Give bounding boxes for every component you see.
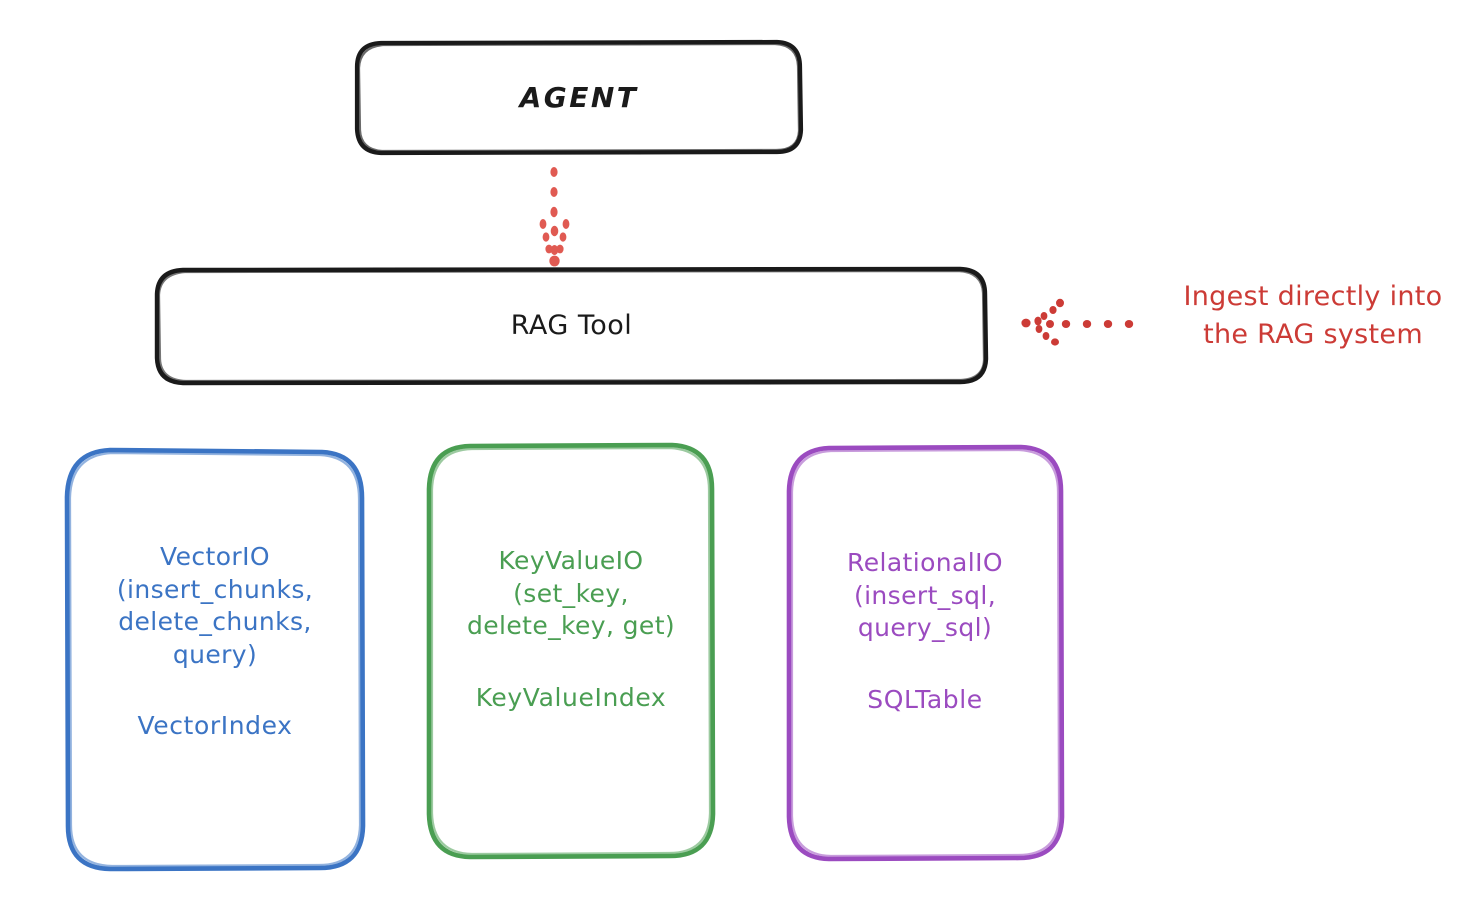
rag-tool-label: RAG Tool xyxy=(510,309,633,341)
relational-io-impl-label: SQLTable xyxy=(867,684,983,714)
relational-io-api-label: RelationalIO (insert_sql, query_sql) xyxy=(847,548,1003,642)
node-vector-io[interactable]: VectorIO (insert_chunks, delete_chunks, … xyxy=(67,449,363,870)
key-value-io-api-label: KeyValueIO (set_key, delete_key, get) xyxy=(466,546,676,640)
key-value-io-box-outline xyxy=(426,442,716,860)
key-value-io-impl-label: KeyValueIndex xyxy=(475,682,667,712)
relational-io-box-outline xyxy=(786,444,1065,862)
agent-label: AGENT xyxy=(519,80,639,114)
edge-ingest-arrow xyxy=(1021,298,1134,346)
node-agent[interactable]: AGENT xyxy=(357,42,801,154)
node-rag-tool[interactable]: RAG Tool xyxy=(157,269,986,383)
vector-io-api-label: VectorIO (insert_chunks, delete_chunks, … xyxy=(116,542,314,669)
vector-io-impl-label: VectorIndex xyxy=(137,711,293,740)
vector-io-box-outline xyxy=(64,447,366,872)
agent-box-outline xyxy=(354,39,804,156)
node-relational-io[interactable]: RelationalIO (insert_sql, query_sql) SQL… xyxy=(789,447,1061,859)
ingest-annotation-label: Ingest directly into the RAG system xyxy=(1183,281,1443,351)
rag-tool-box-outline xyxy=(154,266,989,386)
edge-agent-to-rag-tool xyxy=(539,167,570,267)
node-key-value-io[interactable]: KeyValueIO (set_key, delete_key, get) Ke… xyxy=(429,445,713,857)
